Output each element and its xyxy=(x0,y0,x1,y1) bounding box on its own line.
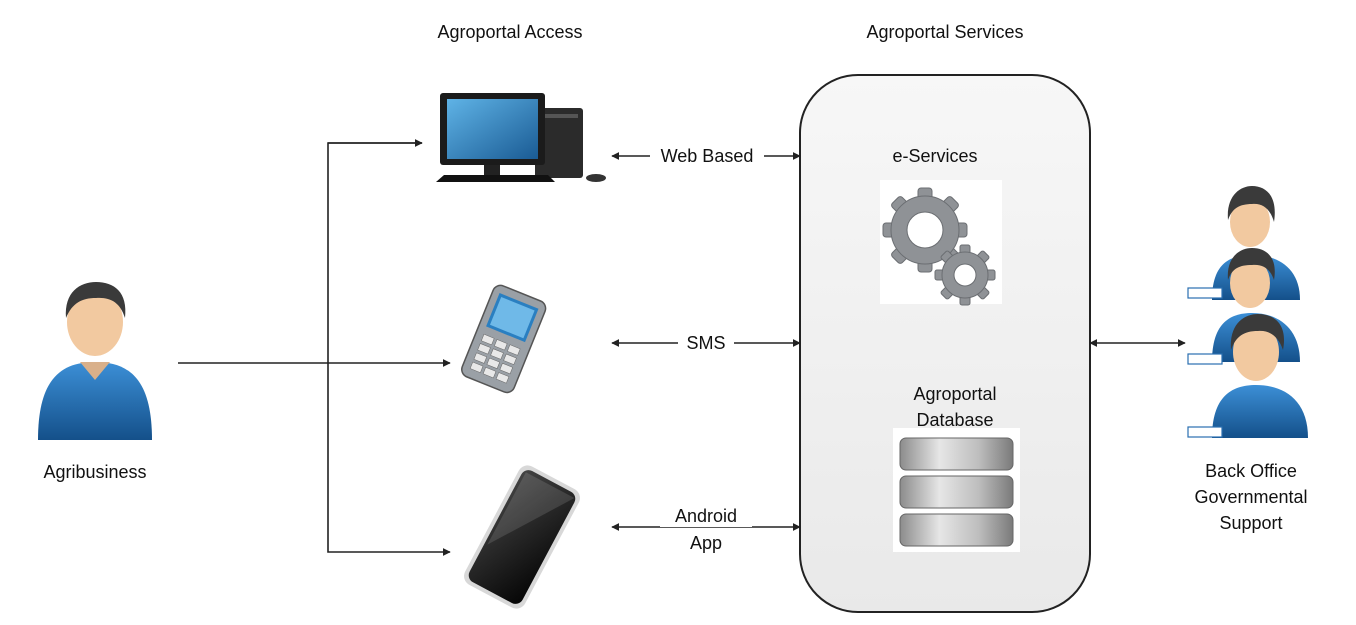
android-app-label-line1: Android xyxy=(660,505,752,527)
database-label-line1: Agroportal xyxy=(913,384,997,404)
sms-label: SMS xyxy=(678,332,734,354)
services-header: Agroportal Services xyxy=(866,22,1024,42)
eservices-label: e-Services xyxy=(892,146,978,166)
mobile-phone-icon xyxy=(461,284,547,394)
android-app-label-line2: App xyxy=(660,532,752,554)
person-icon xyxy=(38,282,152,440)
database-label-line2: Database xyxy=(916,410,994,430)
access-header: Agroportal Access xyxy=(437,22,583,42)
back-office-label-line3: Support xyxy=(1219,513,1283,533)
agribusiness-connectors xyxy=(178,139,451,556)
database-icon xyxy=(893,428,1020,552)
web-based-label: Web Based xyxy=(650,145,764,167)
gears-icon xyxy=(880,180,1002,306)
back-office-label-line2: Governmental xyxy=(1194,487,1308,507)
desktop-computer-icon xyxy=(436,93,606,182)
agribusiness-label: Agribusiness xyxy=(43,462,147,482)
users-group-icon xyxy=(1187,186,1308,438)
smartphone-icon xyxy=(464,465,580,609)
back-office-label-line1: Back Office xyxy=(1205,461,1297,481)
